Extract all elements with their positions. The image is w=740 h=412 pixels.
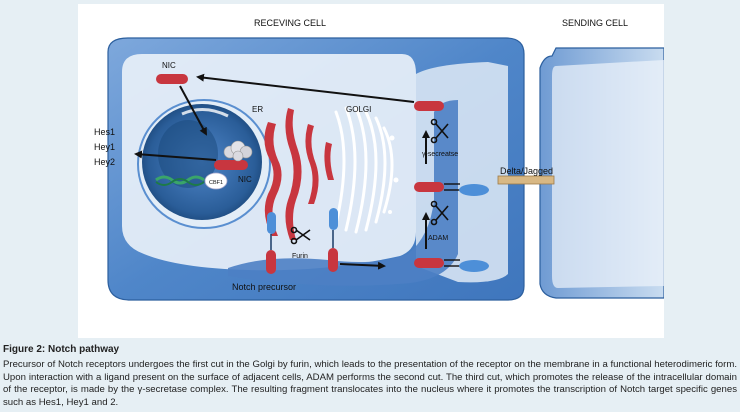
endoplasmic-reticulum xyxy=(264,108,334,240)
figure-caption: Figure 2: Notch pathway Precursor of Not… xyxy=(3,344,737,409)
nucleus xyxy=(137,99,271,229)
nic-nucleus-label: NIC xyxy=(238,175,252,184)
arrow-to-genes xyxy=(134,150,217,161)
cbf1-complex xyxy=(204,172,228,190)
precursor-ecd xyxy=(267,212,276,234)
arrow-nic-release xyxy=(196,73,415,103)
notch-precursor-label: Notch precursor xyxy=(232,282,296,292)
gamma-secretase-scissors-icon xyxy=(430,118,449,144)
caption-title: Figure 2: Notch pathway xyxy=(3,344,120,355)
arrow-nic-to-nucleus xyxy=(179,85,207,136)
gene-hey1: Hey1 xyxy=(94,142,115,152)
receiving-cell-label: RECEVING CELL xyxy=(254,18,326,28)
nic-top-label: NIC xyxy=(162,61,176,70)
gene-hey2: Hey2 xyxy=(94,157,115,167)
delta-jagged-bar xyxy=(497,175,555,185)
precursor-icd xyxy=(266,250,276,274)
nic-nucleus-capsule xyxy=(214,160,248,170)
arrow-to-membrane xyxy=(339,261,386,270)
gamma-secretase-label: γ-secreatse xyxy=(422,151,458,158)
gene-hes1: Hes1 xyxy=(94,127,115,137)
ligand-oval-bottom xyxy=(459,260,489,272)
furin-ecd xyxy=(329,208,338,230)
receptor-top xyxy=(414,101,444,111)
adam-label: ADAM xyxy=(428,235,448,242)
dna-strand xyxy=(155,175,205,186)
golgi-apparatus xyxy=(334,106,394,234)
ribosome-cluster xyxy=(223,140,253,162)
furin-icd xyxy=(328,248,338,272)
caption-text: Precursor of Notch receptors undergoes t… xyxy=(3,359,737,408)
furin-label: Furin xyxy=(292,253,308,260)
notch-pathway-figure: RECEVING CELL SENDING CELL CBF1 NIC Hes1… xyxy=(78,4,664,338)
ligand-oval-middle xyxy=(459,184,489,196)
delta-jagged-label: Delta/Jagged xyxy=(500,166,553,176)
adam-scissors-icon xyxy=(430,200,449,226)
golgi-vesicles xyxy=(388,135,399,214)
er-label: ER xyxy=(252,105,263,114)
cbf1-label: CBF1 xyxy=(209,180,223,186)
sending-cell-label: SENDING CELL xyxy=(562,18,628,28)
furin-scissors-icon xyxy=(290,226,311,245)
receptor-bottom xyxy=(414,258,444,268)
receptor-middle xyxy=(414,182,444,192)
nic-top-capsule xyxy=(156,74,188,84)
golgi-label: GOLGI xyxy=(346,105,371,114)
